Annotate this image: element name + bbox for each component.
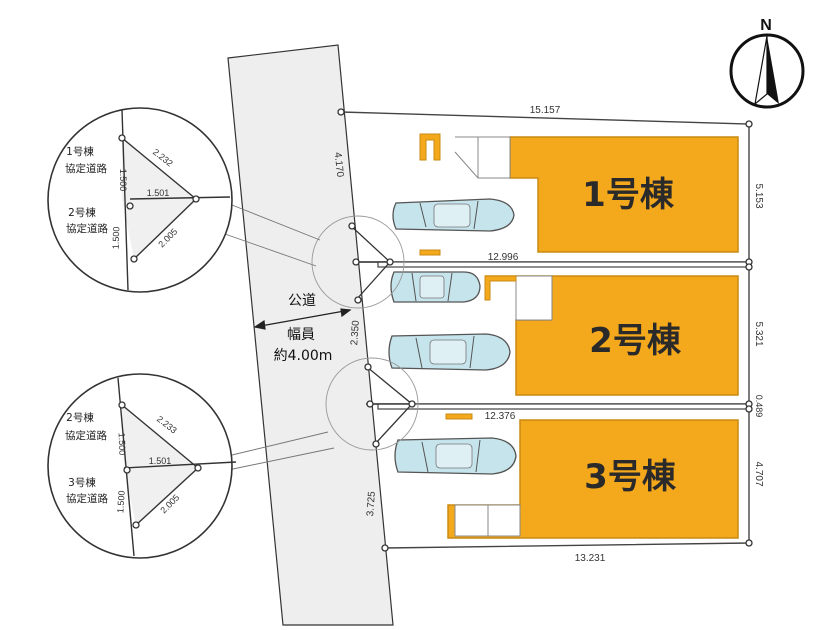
leader-line-upper-1 — [224, 233, 317, 267]
house-3: 3号棟 — [445, 413, 739, 539]
road-label-value: 約4.00m — [274, 348, 333, 364]
house-3-label: 3号棟 — [584, 457, 677, 497]
north-label: N — [760, 17, 772, 34]
detail-bottom-house2-label: 2号棟 — [66, 411, 94, 424]
boundary-points — [337, 108, 753, 552]
dim-right-2: 5.321 — [753, 321, 764, 346]
road-label-width: 幅員 — [287, 327, 315, 343]
dim-right-1: 5.153 — [753, 183, 764, 208]
dim-top: 15.157 — [530, 105, 561, 116]
leader-line-lower-1 — [231, 431, 329, 456]
house-2: 2号棟 — [484, 275, 739, 396]
dim-right-3: 4.707 — [753, 461, 764, 486]
dim-left-mid: 2.350 — [349, 320, 362, 346]
north-arrow: N — [729, 17, 805, 109]
car-2 — [390, 271, 481, 303]
car-1 — [392, 198, 515, 232]
car-4 — [394, 437, 517, 475]
dim-divider-1: 12.996 — [488, 252, 519, 263]
detail-bottom-horizontal: 1.501 — [149, 456, 172, 466]
detail-top-vert-top: 1.500 — [118, 169, 128, 192]
detail-top-horizontal: 1.501 — [147, 188, 170, 198]
detail-bottom-house2-road-label: 協定道路 — [65, 429, 107, 442]
detail-top-house1-label: 1号棟 — [66, 145, 94, 158]
dim-left-lower: 3.725 — [365, 491, 378, 517]
road-label-type: 公道 — [288, 293, 316, 309]
detail-bottom-vert-top: 1.500 — [117, 432, 128, 455]
house-2-label: 2号棟 — [589, 321, 682, 361]
detail-top-house2-road-label: 協定道路 — [66, 222, 108, 235]
detail-top-house1-road-label: 協定道路 — [65, 162, 107, 175]
leader-line-lower-2 — [227, 447, 335, 471]
public-road — [227, 44, 394, 626]
dim-divider-2: 12.376 — [485, 411, 516, 422]
leader-line-upper-2 — [231, 204, 321, 241]
detail-top-house2-label: 2号棟 — [68, 206, 96, 219]
dim-bottom: 13.231 — [575, 553, 606, 564]
detail-circle-lower: 2号棟 協定道路 3号棟 協定道路 2.233 1.500 1.501 1.50… — [47, 373, 237, 559]
dim-left-upper: 4.170 — [332, 152, 346, 178]
detail-circle-upper: 1号棟 協定道路 2号棟 協定道路 2.232 1.500 1.501 1.50… — [47, 107, 233, 293]
dim-right-gap: 0.489 — [754, 395, 764, 418]
house-1-label: 1号棟 — [582, 175, 675, 215]
detail-bottom-house3-label: 3号棟 — [68, 476, 96, 489]
detail-bottom-house3-road-label: 協定道路 — [66, 492, 108, 505]
house-1: 1号棟 — [419, 133, 739, 256]
detail-bottom-vert-bottom: 1.500 — [115, 490, 127, 513]
detail-top-vert-bottom: 1.500 — [111, 226, 122, 249]
car-3 — [388, 333, 511, 371]
road-width-arrow — [253, 308, 352, 330]
